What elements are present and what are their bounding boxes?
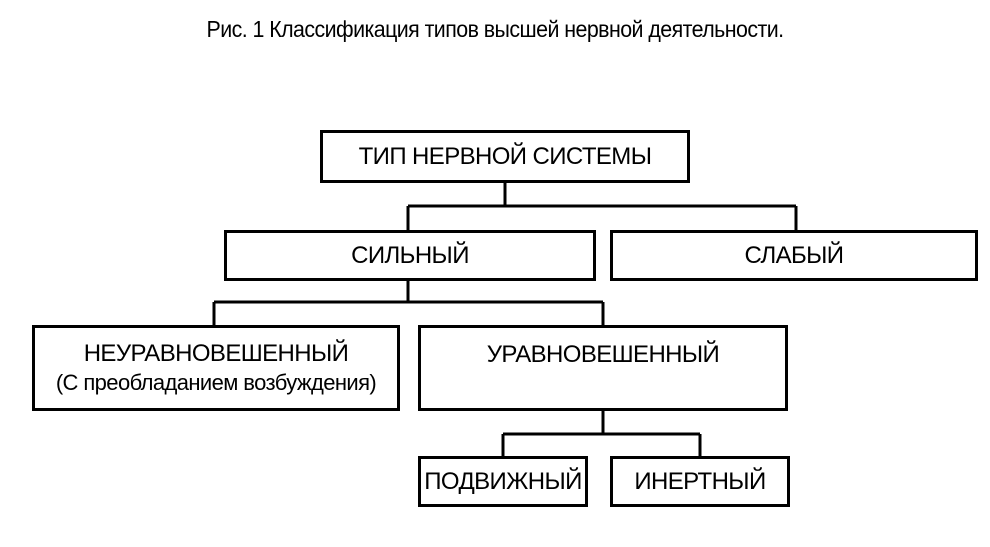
node-label: СИЛЬНЫЙ [351,241,469,269]
node-label: ИНЕРТНЫЙ [634,467,766,495]
node-label: ТИП НЕРВНОЙ СИСТЕМЫ [358,142,652,170]
node-label: НЕУРАВНОВЕШЕННЫЙ [83,340,349,367]
node-label: УРАВНОВЕШЕННЫЙ [486,341,720,368]
node-balanced: УРАВНОВЕШЕННЫЙ [418,325,788,411]
figure-caption: Рис. 1 Классификация типов высшей нервно… [206,16,784,42]
node-strong: СИЛЬНЫЙ [224,230,596,281]
node-label: СЛАБЫЙ [744,241,845,269]
node-weak: СЛАБЫЙ [610,230,978,281]
node-note: (С преобладанием возбуждения) [55,370,377,395]
node-nervous-system-type: ТИП НЕРВНОЙ СИСТЕМЫ [320,130,690,183]
node-mobile: ПОДВИЖНЫЙ [418,456,588,507]
node-inert: ИНЕРТНЫЙ [610,456,790,507]
node-label: ПОДВИЖНЫЙ [424,467,582,495]
node-unbalanced: НЕУРАВНОВЕШЕННЫЙ (С преобладанием возбуж… [32,325,400,411]
